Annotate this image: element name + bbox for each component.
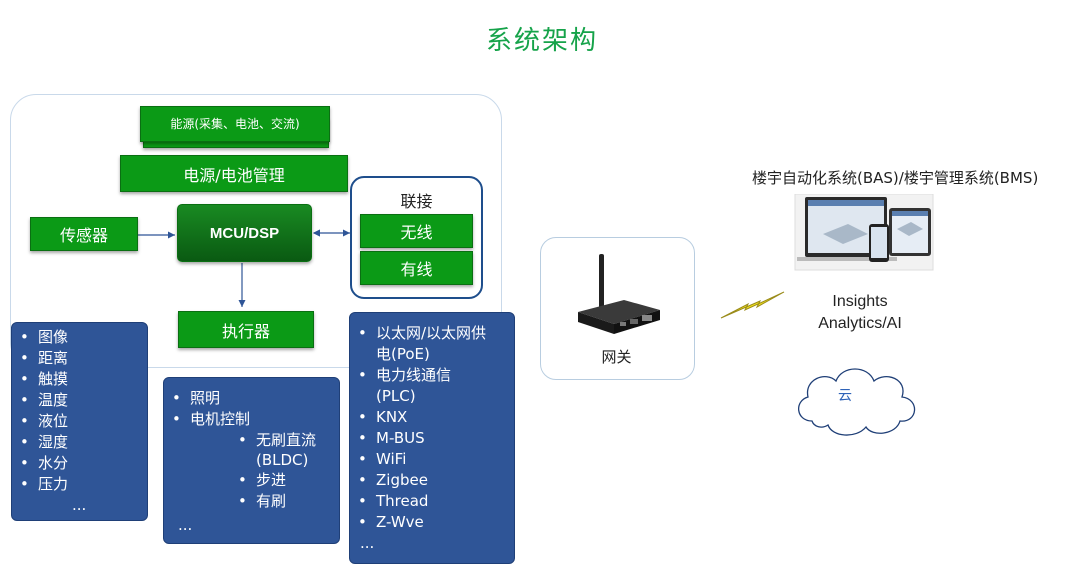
list-item: 以太网/以太网供电(PoE) [350,323,494,365]
device-frame [10,94,502,368]
mcu-box: MCU/DSP [177,204,312,262]
insights-line-2: Analytics/AI [818,315,902,332]
list-item: 距离 [12,348,147,369]
list-item: Thread [350,491,514,512]
list-item: KNX [350,407,514,428]
list-item: 无刷直流 (BLDC) [164,430,326,470]
lightning-icon [720,291,785,319]
insights-line-1: Insights [832,293,888,310]
sensor-box: 传感器 [30,217,138,251]
list-item: 图像 [12,327,147,348]
list-item: 水分 [12,453,147,474]
actuator-box: 执行器 [178,311,314,348]
gateway-label: 网关 [601,348,632,366]
list-item: 有刷 [164,491,339,512]
page-title: 系统架构 [485,26,598,56]
energy-box: 能源(采集、电池、交流) [140,106,330,142]
sensor-list-panel: 图像 距离 触摸 温度 液位 湿度 水分 压力 ... [11,322,148,521]
gateway-router-icon [578,254,660,334]
insights-label: Insights Analytics/AI [790,291,930,335]
list-item: ... [360,534,375,552]
wireless-box: 无线 [360,214,473,248]
list-item: 湿度 [12,432,147,453]
list-item: 照明 [164,388,339,409]
cloud-label: 云 [838,388,852,404]
list-item: WiFi [350,449,514,470]
list-item: 温度 [12,390,147,411]
list-item: 步进 [164,470,339,491]
list-item: 液位 [12,411,147,432]
list-item: M-BUS [350,428,514,449]
list-item: Zigbee [350,470,514,491]
devices-icon [794,194,934,271]
list-item: 压力 [12,474,147,495]
list-item: ... [178,516,193,534]
cloud-icon [798,368,916,436]
bms-title: 楼宇自动化系统(BAS)/楼宇管理系统(BMS) [752,169,1039,187]
connectivity-title: 联接 [400,192,433,211]
list-item: 电机控制 [164,409,339,430]
actuator-list-panel: 照明 电机控制 无刷直流 (BLDC) 步进 有刷 ... [163,377,340,544]
wired-box: 有线 [360,251,473,285]
connectivity-list-panel: 以太网/以太网供电(PoE) 电力线通信 (PLC) KNX M-BUS WiF… [349,312,515,564]
list-item: Z-Wve [350,512,514,533]
list-item: 电力线通信 (PLC) [350,365,486,407]
list-item: 触摸 [12,369,147,390]
power-management-box: 电源/电池管理 [120,155,348,192]
list-item: ... [72,496,87,514]
